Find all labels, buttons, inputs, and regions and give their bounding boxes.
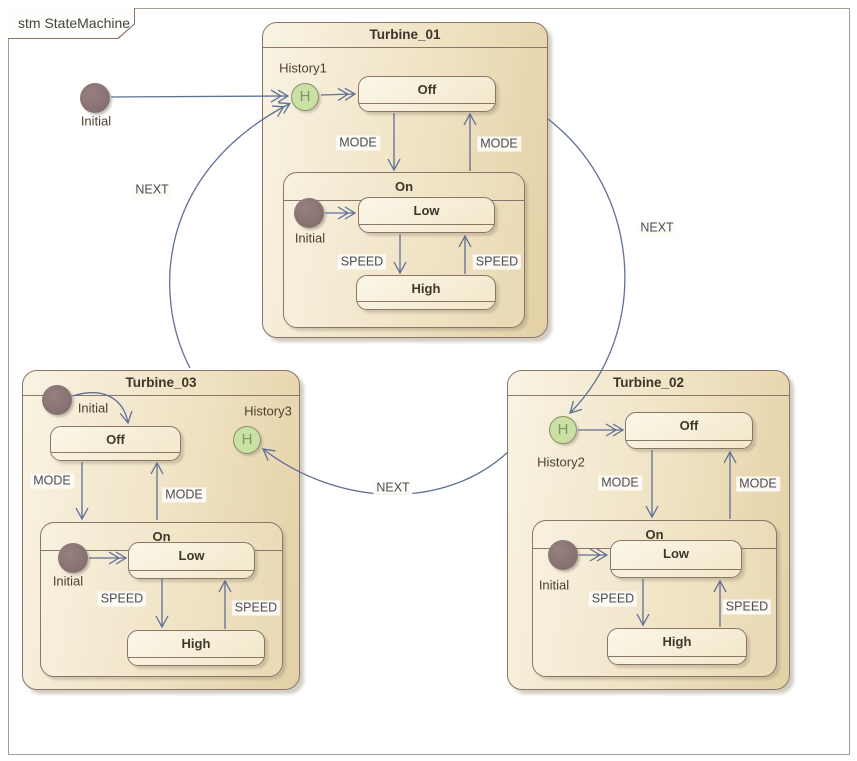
state-name-label: Off [679, 418, 699, 433]
state-name-label: Low [178, 548, 205, 563]
mode-label-t03-up[interactable]: MODE [162, 487, 206, 503]
turbine03-history-pseudostate[interactable]: H [233, 426, 261, 454]
turbine02-on-initial-pseudostate[interactable] [548, 540, 578, 570]
history-symbol: H [557, 421, 569, 438]
turbine03-low-state[interactable]: Low [128, 542, 255, 579]
speed-label-t01-up[interactable]: SPEED [472, 254, 522, 270]
mode-label-t01-down[interactable]: MODE [336, 135, 380, 151]
next-label-t03-to-t01[interactable]: NEXT [132, 182, 172, 198]
initial-label: Initial [80, 113, 112, 129]
mode-label-t02-down[interactable]: MODE [598, 475, 642, 491]
state-name-label: Off [106, 432, 125, 447]
turbine01-history-label: History1 [279, 60, 327, 76]
state-name-label: Off [417, 82, 437, 97]
turbine02-history-label: History2 [537, 454, 585, 470]
next-label-t02-to-t03[interactable]: NEXT [373, 480, 413, 496]
speed-label-t03-up[interactable]: SPEED [231, 600, 281, 616]
history-symbol: H [241, 431, 253, 448]
speed-label-t01-down[interactable]: SPEED [337, 254, 387, 270]
turbine01-history-pseudostate[interactable]: H [291, 83, 319, 111]
turbine03-title: Turbine_03 [23, 371, 299, 396]
turbine03-history-label: History3 [244, 403, 292, 419]
turbine03-initial-label: Initial [77, 400, 109, 416]
history-symbol: H [299, 88, 311, 105]
frame-title: stm StateMachine [8, 8, 134, 38]
initial-pseudostate[interactable] [80, 83, 110, 113]
turbine02-low-state[interactable]: Low [610, 540, 742, 578]
turbine02-title: Turbine_02 [508, 371, 789, 396]
turbine01-off-state[interactable]: Off [358, 76, 496, 112]
turbine02-high-state[interactable]: High [607, 628, 747, 665]
turbine01-high-state[interactable]: High [356, 275, 496, 310]
turbine01-low-state[interactable]: Low [358, 197, 495, 233]
frame-name-tab: stm StateMachine [8, 8, 135, 39]
state-name-label: High [411, 281, 441, 296]
turbine01-title: Turbine_01 [263, 23, 547, 48]
speed-label-t03-down[interactable]: SPEED [97, 591, 147, 607]
turbine03-on-initial-pseudostate[interactable] [58, 543, 88, 573]
mode-label-t03-down[interactable]: MODE [30, 473, 74, 489]
state-name-label: Low [413, 203, 440, 218]
state-name-label: High [181, 636, 211, 651]
turbine03-high-state[interactable]: High [127, 630, 265, 666]
turbine02-history-pseudostate[interactable]: H [549, 416, 577, 444]
turbine03-on-initial-label: Initial [52, 573, 84, 589]
speed-label-t02-down[interactable]: SPEED [588, 591, 638, 607]
turbine03-off-state[interactable]: Off [50, 426, 181, 461]
turbine02-on-initial-label: Initial [538, 577, 570, 593]
turbine01-on-initial-pseudostate[interactable] [294, 198, 324, 228]
mode-label-t02-up[interactable]: MODE [736, 476, 780, 492]
turbine02-off-state[interactable]: Off [625, 412, 753, 449]
turbine01-on-initial-label: Initial [294, 230, 326, 246]
state-name-label: Low [663, 546, 689, 561]
state-name-label: High [662, 634, 692, 649]
speed-label-t02-up[interactable]: SPEED [722, 599, 772, 615]
mode-label-t01-up[interactable]: MODE [477, 136, 521, 152]
turbine03-initial-pseudostate[interactable] [42, 385, 72, 415]
next-label-t01-to-t02[interactable]: NEXT [637, 220, 677, 236]
